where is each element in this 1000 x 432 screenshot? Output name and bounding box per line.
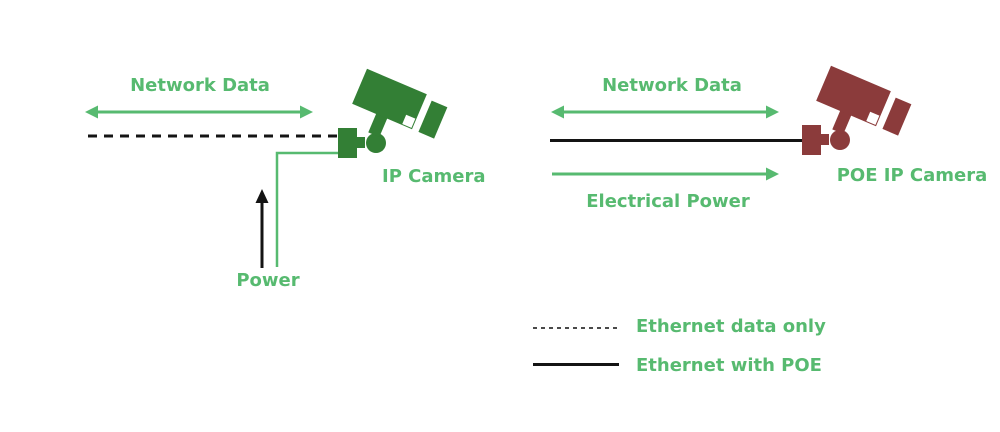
power-arrow bbox=[255, 189, 269, 268]
right-network-data-arrow bbox=[551, 105, 779, 119]
poe-ip-camera-icon bbox=[802, 65, 912, 155]
poe-ip-camera-label: POE IP Camera bbox=[836, 165, 988, 186]
right-network-data-label: Network Data bbox=[602, 75, 742, 96]
power-feed-line bbox=[275, 151, 340, 267]
left-network-data-arrow bbox=[85, 105, 313, 119]
electrical-power-label: Electrical Power bbox=[586, 191, 750, 212]
ip-camera-label: IP Camera bbox=[382, 166, 486, 187]
left-network-data-label: Network Data bbox=[130, 75, 270, 96]
legend-dashed-line bbox=[533, 327, 619, 329]
legend-dashed-label: Ethernet data only bbox=[636, 316, 826, 337]
electrical-power-arrow bbox=[552, 167, 779, 181]
ethernet-poe-line bbox=[550, 139, 805, 142]
legend-solid-line bbox=[533, 363, 619, 366]
legend-solid-label: Ethernet with POE bbox=[636, 355, 822, 376]
power-label: Power bbox=[236, 270, 300, 291]
ip-camera-icon bbox=[338, 68, 448, 158]
ethernet-data-line bbox=[88, 134, 340, 138]
